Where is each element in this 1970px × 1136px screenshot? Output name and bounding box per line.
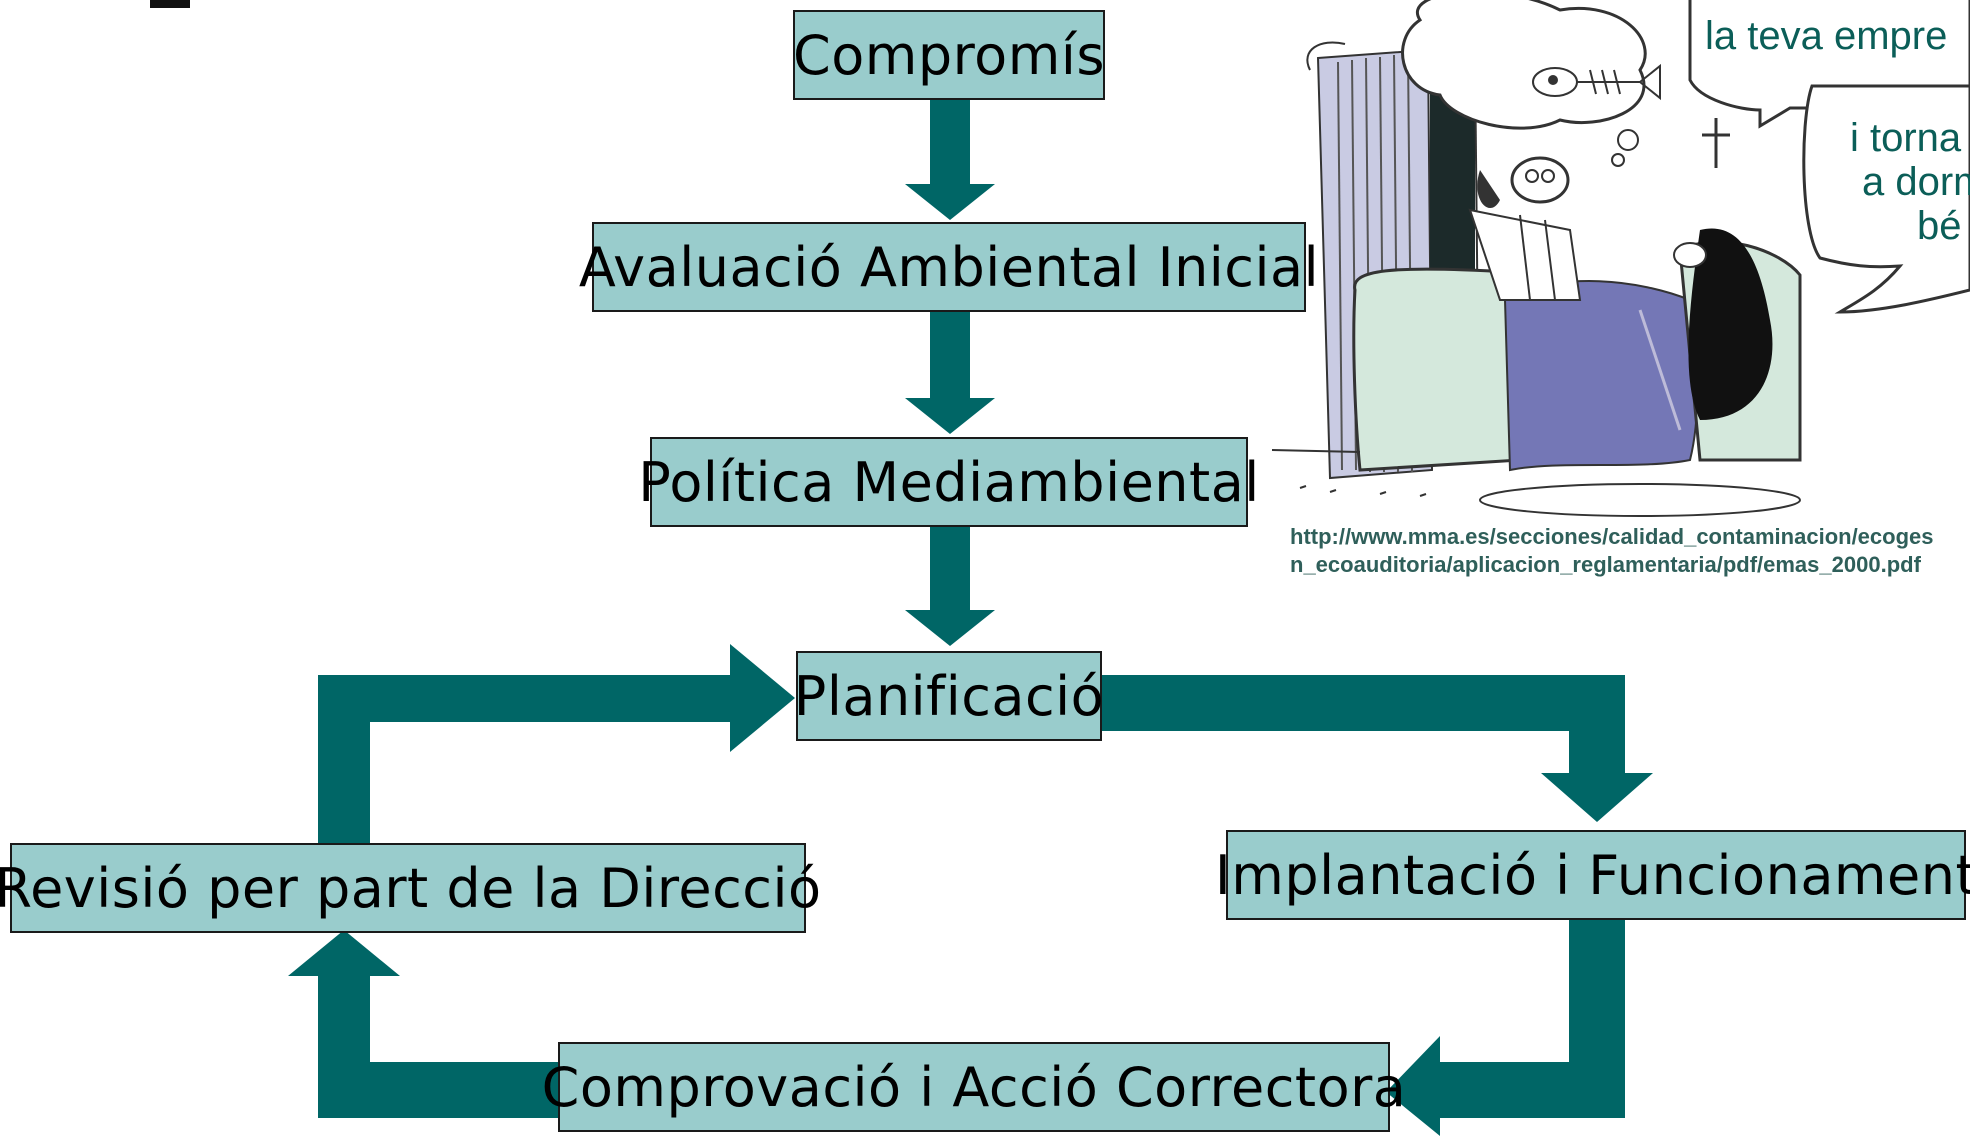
arrow-revisio-to-planificacio (318, 644, 795, 843)
speech-bubble-text-4: bé (1917, 204, 1962, 248)
box-revisio-per-part-de-la-direccio: Revisió per part de la Direcció (0, 843, 821, 933)
speech-bubble-text-3: a dorm (1862, 160, 1970, 204)
box-avaluacio-ambiental-inicial: Avaluació Ambiental Inicial (579, 222, 1319, 312)
arrow-avaluacio-to-politica (905, 312, 995, 434)
arrow-planificacio-to-implantacio (1100, 675, 1653, 822)
box-implantacio-i-funcionament: Implantació i Funcionament (1215, 830, 1970, 920)
box-comprovacio-i-accio-correctora: Comprovació i Acció Correctora (542, 1042, 1406, 1132)
arrow-implantacio-to-comprovacio (1386, 920, 1625, 1136)
speech-bubble-text-2: i torna (1850, 116, 1962, 160)
source-url-line-1: http://www.mma.es/secciones/calidad_cont… (1290, 524, 1934, 549)
cartoon-illustration (1271, 0, 1970, 517)
arrow-politica-to-planificacio (905, 527, 995, 646)
box-planificacio: Planificació (794, 651, 1104, 741)
slide-title-fragment (150, 0, 190, 8)
arrow-compromis-to-avaluacio (905, 100, 995, 220)
speech-bubble-text-1: la teva empre (1705, 14, 1948, 58)
source-url: http://www.mma.es/secciones/calidad_cont… (1290, 523, 1934, 579)
box-compromis: Compromís (793, 10, 1105, 100)
arrow-comprovacio-to-revisio (288, 930, 560, 1118)
box-politica-mediambiental: Política Mediambiental (638, 437, 1259, 527)
source-url-line-2: n_ecoauditoria/aplicacion_reglamentaria/… (1290, 552, 1921, 577)
